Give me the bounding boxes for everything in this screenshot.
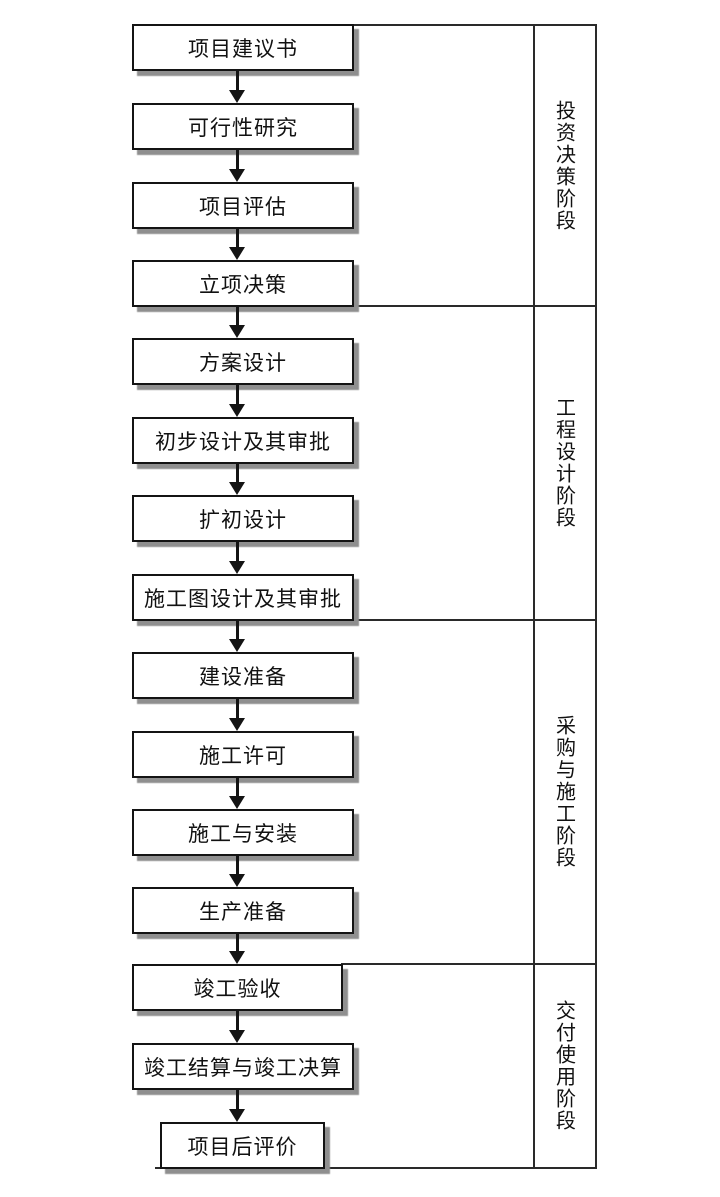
down-arrow-icon — [229, 385, 245, 417]
arrow-stem — [235, 621, 239, 639]
stage-label-investment-decision: 投资决策阶段 — [533, 26, 597, 305]
flow-box-completion-settlement-final-accounts: 竣工结算与竣工决算 — [132, 1043, 354, 1090]
down-arrow-icon — [229, 699, 245, 731]
down-arrow-icon — [229, 934, 245, 964]
stage-label-text: 工程设计阶段 — [552, 397, 577, 529]
flow-box-project-evaluation: 项目评估 — [132, 182, 354, 229]
stage-label-procurement-construction: 采购与施工阶段 — [533, 621, 597, 963]
arrow-stem — [235, 699, 239, 718]
flow-box-project-proposal: 项目建议书 — [132, 24, 354, 71]
down-arrow-icon — [229, 778, 245, 809]
arrow-stem — [235, 542, 239, 561]
down-arrow-icon — [229, 1011, 245, 1043]
flow-box-label: 项目后评价 — [187, 1134, 298, 1159]
arrow-head — [229, 404, 245, 417]
down-arrow-icon — [229, 1090, 245, 1122]
flow-box-label: 方案设计 — [199, 350, 287, 375]
arrow-stem — [235, 934, 239, 951]
arrow-head — [229, 796, 245, 809]
arrow-head — [229, 1109, 245, 1122]
arrow-stem — [235, 1011, 239, 1030]
flow-box-label: 施工许可 — [199, 743, 287, 768]
arrow-head — [229, 639, 245, 652]
down-arrow-icon — [229, 621, 245, 652]
flow-box-label: 施工图设计及其审批 — [144, 586, 342, 611]
flow-box-approval-decision: 立项决策 — [132, 260, 354, 307]
arrow-head — [229, 561, 245, 574]
flow-box-label: 项目建议书 — [188, 36, 298, 61]
stage-label-engineering-design: 工程设计阶段 — [533, 307, 597, 619]
flow-box-label: 可行性研究 — [188, 115, 298, 140]
flow-box-label: 立项决策 — [199, 272, 287, 297]
flow-box-construction-permit: 施工许可 — [132, 731, 354, 778]
flow-box-label: 施工与安装 — [188, 821, 298, 846]
flow-box-completion-acceptance: 竣工验收 — [132, 964, 343, 1011]
stage-label-text: 投资决策阶段 — [552, 99, 577, 232]
down-arrow-icon — [229, 150, 245, 182]
flow-box-label: 初步设计及其审批 — [155, 429, 331, 454]
arrow-head — [229, 951, 245, 964]
arrow-stem — [235, 307, 239, 325]
flow-box-label: 竣工结算与竣工决算 — [144, 1055, 342, 1080]
down-arrow-icon — [229, 229, 245, 260]
arrow-stem — [235, 1090, 239, 1109]
flow-box-construction-preparation: 建设准备 — [132, 652, 354, 699]
stage-column-left-line — [533, 24, 535, 1169]
flow-box-construction-drawing-design-approval: 施工图设计及其审批 — [132, 574, 354, 621]
arrow-head — [229, 718, 245, 731]
arrow-head — [229, 169, 245, 182]
stage-label-handover-use: 交付使用阶段 — [533, 965, 597, 1167]
flow-box-post-project-evaluation: 项目后评价 — [160, 1122, 325, 1169]
stage-divider-3 — [341, 963, 597, 965]
flow-box-label: 竣工验收 — [193, 976, 282, 1001]
frame-bottom-line — [155, 1167, 597, 1169]
arrow-head — [229, 90, 245, 103]
stage-label-text: 采购与施工阶段 — [552, 715, 577, 869]
arrow-head — [229, 325, 245, 338]
flow-box-label: 建设准备 — [199, 664, 287, 689]
arrow-stem — [235, 464, 239, 482]
flow-box-preliminary-design-approval: 初步设计及其审批 — [132, 417, 354, 464]
flow-box-production-preparation: 生产准备 — [132, 887, 354, 934]
arrow-head — [229, 874, 245, 887]
flow-box-feasibility-study: 可行性研究 — [132, 103, 354, 150]
flow-box-label: 扩初设计 — [199, 507, 287, 532]
stage-divider-1 — [351, 305, 597, 307]
arrow-stem — [235, 778, 239, 796]
arrow-stem — [235, 856, 239, 874]
down-arrow-icon — [229, 71, 245, 103]
down-arrow-icon — [229, 464, 245, 495]
stage-column-right-line — [595, 24, 597, 1169]
down-arrow-icon — [229, 542, 245, 574]
stage-divider-2 — [351, 619, 597, 621]
down-arrow-icon — [229, 856, 245, 887]
flow-box-expanded-preliminary-design: 扩初设计 — [132, 495, 354, 542]
stage-label-text: 交付使用阶段 — [552, 1000, 577, 1132]
arrow-stem — [235, 71, 239, 90]
flow-box-label: 生产准备 — [199, 899, 287, 924]
flow-box-schematic-design: 方案设计 — [132, 338, 354, 385]
arrow-head — [229, 1030, 245, 1043]
arrow-stem — [235, 385, 239, 404]
arrow-stem — [235, 229, 239, 247]
arrow-head — [229, 482, 245, 495]
frame-top-line — [351, 24, 597, 26]
down-arrow-icon — [229, 307, 245, 338]
flow-box-construction-installation: 施工与安装 — [132, 809, 354, 856]
flow-box-label: 项目评估 — [199, 194, 287, 219]
arrow-stem — [235, 150, 239, 169]
arrow-head — [229, 247, 245, 260]
